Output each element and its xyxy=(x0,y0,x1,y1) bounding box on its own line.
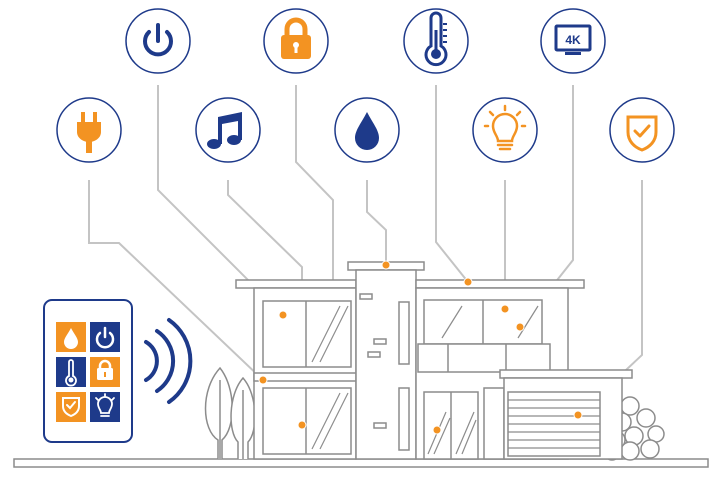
sensor-dot-music xyxy=(297,420,307,430)
power-plug-icon xyxy=(77,112,101,153)
tv-4k-icon: 4K xyxy=(554,24,592,55)
garage-roof xyxy=(499,369,633,379)
bulb-icon-circle xyxy=(472,97,538,163)
sensor-dot-thermometer xyxy=(463,277,473,287)
balcony xyxy=(417,343,551,373)
connector-thermometer xyxy=(435,85,469,283)
security-shield-icon xyxy=(62,397,80,418)
water-drop-icon xyxy=(64,328,78,349)
thermometer-icon xyxy=(424,11,448,67)
smartphone xyxy=(43,299,133,443)
connector-plug xyxy=(88,180,264,381)
sensor-dots xyxy=(258,260,583,435)
tv-4k-label: 4K xyxy=(565,33,581,47)
power-button-icon xyxy=(95,326,115,349)
padlock-icon xyxy=(281,17,311,59)
music-icon-circle xyxy=(195,97,261,163)
house xyxy=(235,261,633,460)
sensor-dot-water xyxy=(381,260,391,270)
padlock-icon xyxy=(97,359,113,380)
sensor-dot-bulb xyxy=(500,304,510,314)
left-roof xyxy=(235,279,357,289)
music-note-icon xyxy=(207,112,242,149)
ground-line xyxy=(13,458,709,468)
connector-power xyxy=(157,85,284,316)
sensor-dot-shield xyxy=(573,410,583,420)
tower-slot-window-lower xyxy=(398,387,410,451)
trees-left xyxy=(204,366,256,459)
power-button-icon xyxy=(143,23,173,57)
sensor-dot-tv xyxy=(515,322,525,332)
tower-slot-window-upper xyxy=(398,301,410,365)
sensor-dot-plug xyxy=(258,375,268,385)
right-roof xyxy=(415,279,585,289)
light-bulb-icon xyxy=(95,393,115,417)
wireless-signal-icon xyxy=(144,318,193,404)
sensor-dot-lock xyxy=(432,425,442,435)
connector-water xyxy=(366,180,387,265)
sensor-dot-power xyxy=(278,310,288,320)
water-drop-icon xyxy=(355,112,379,150)
security-shield-icon xyxy=(626,115,658,152)
thermometer-icon xyxy=(65,359,77,387)
light-bulb-icon xyxy=(483,104,527,151)
